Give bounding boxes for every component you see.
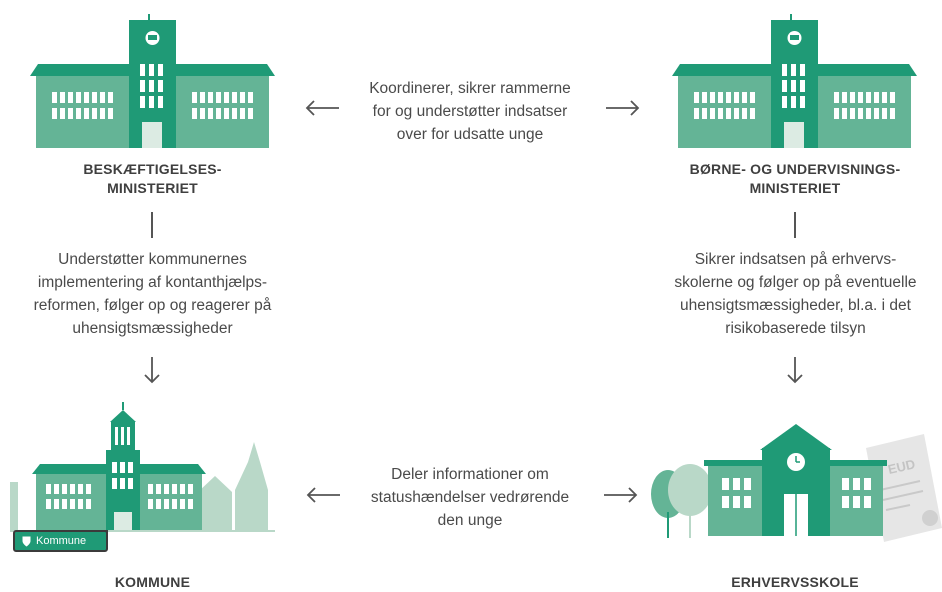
left-edge-line1: Understøtter kommunernes bbox=[58, 251, 247, 268]
kommune-sign-label: Kommune bbox=[36, 535, 87, 547]
town-hall-icon bbox=[10, 402, 275, 542]
left-edge-line4: uhensigtsmæssigheder bbox=[72, 320, 233, 337]
arrow-right-icon bbox=[604, 487, 638, 503]
bottom-edge-line3: den unge bbox=[437, 512, 503, 529]
top-left-title-line1: BESKÆFTIGELSES- bbox=[83, 161, 222, 177]
top-edge-line2: for og understøtter indsatser bbox=[372, 103, 568, 120]
top-edge-line1: Koordinerer, sikrer rammerne bbox=[369, 80, 571, 97]
shield-icon bbox=[22, 536, 31, 546]
bottom-edge-label: Deler informationer om statushændelser v… bbox=[340, 463, 600, 532]
left-edge-line3: reformen, følger op og reagerer på bbox=[33, 297, 272, 314]
top-right-title-line1: BØRNE- OG UNDERVISNINGS- bbox=[689, 161, 901, 177]
bottom-edge-line2: statushændelser vedrørende bbox=[370, 489, 570, 506]
top-right-title-line2: MINISTERIET bbox=[749, 180, 841, 196]
right-edge-line1: Sikrer indsatsen på erhvervs- bbox=[694, 251, 897, 268]
bottom-right-title: ERHVERVSSKOLE bbox=[731, 574, 859, 590]
right-edge-label: Sikrer indsatsen på erhvervs- skolerne o… bbox=[658, 248, 933, 340]
top-right-title: BØRNE- OG UNDERVISNINGS- MINISTERIET bbox=[660, 160, 930, 198]
arrow-left-icon bbox=[305, 100, 339, 116]
bottom-edge-line1: Deler informationer om bbox=[391, 466, 549, 483]
school-icon: EUD bbox=[651, 424, 942, 542]
certificate-label: EUD bbox=[886, 456, 916, 477]
ministry-building-icon bbox=[30, 14, 275, 148]
arrow-right-icon bbox=[606, 100, 640, 116]
right-edge-line4: risikobaserede tilsyn bbox=[725, 320, 866, 337]
top-edge-line3: over for udsatte unge bbox=[396, 126, 544, 143]
top-edge-label: Koordinerer, sikrer rammerne for og unde… bbox=[340, 77, 600, 146]
right-edge-line2: skolerne og følger op på eventuelle bbox=[674, 274, 917, 291]
left-edge-line2: implementering af kontanthjælps- bbox=[37, 274, 268, 291]
right-connector-line bbox=[794, 212, 796, 238]
ministry-building-icon bbox=[672, 14, 917, 148]
right-edge-line3: uhensigtsmæssigheder, bl.a. i det bbox=[680, 297, 911, 314]
bottom-left-title: KOMMUNE bbox=[114, 574, 191, 590]
arrow-down-icon bbox=[787, 357, 803, 384]
arrow-left-icon bbox=[306, 487, 340, 503]
left-connector-line bbox=[151, 212, 153, 238]
arrow-down-icon bbox=[144, 357, 160, 384]
top-left-title: BESKÆFTIGELSES- MINISTERIET bbox=[60, 160, 245, 198]
kommune-sign: Kommune bbox=[13, 530, 108, 552]
left-edge-label: Understøtter kommunernes implementering … bbox=[20, 248, 285, 340]
top-left-title-line2: MINISTERIET bbox=[107, 180, 198, 196]
